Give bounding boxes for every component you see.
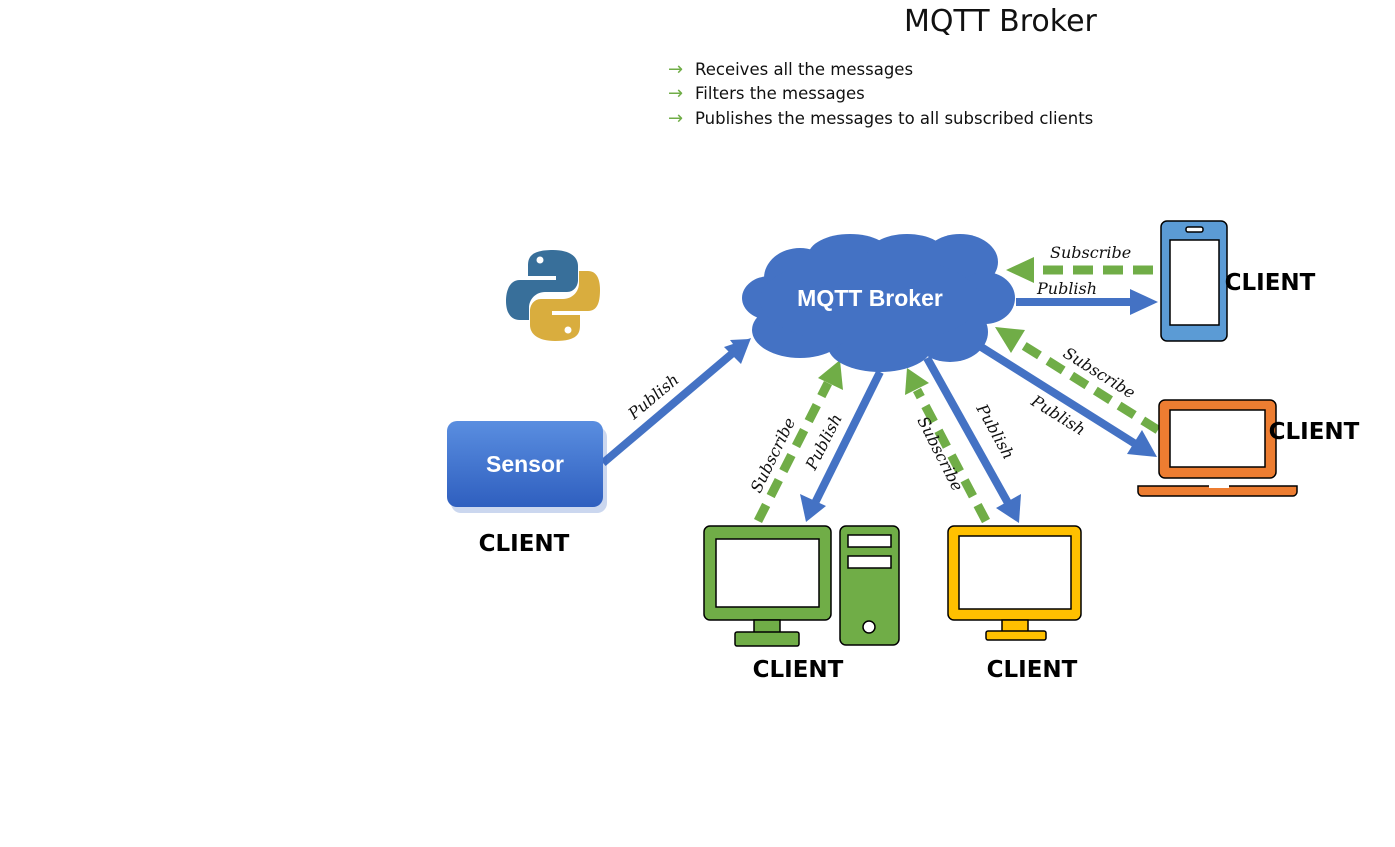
edge-label-publish: Publish <box>1036 279 1097 298</box>
arrowhead <box>1006 257 1034 283</box>
arrowhead <box>1127 430 1157 457</box>
broker-features-list: →Receives all the messages →Filters the … <box>668 57 1093 131</box>
arrowhead <box>1130 289 1158 315</box>
edge-label-subscribe: Subscribe <box>1050 243 1131 262</box>
desktop-computer-icon <box>703 525 900 647</box>
client-label-phone: CLIENT <box>1225 270 1316 296</box>
client-label-laptop: CLIENT <box>1269 419 1360 445</box>
client-label-desktop: CLIENT <box>753 657 844 683</box>
arrowhead <box>724 338 751 364</box>
broker-cloud-icon: MQTT Broker <box>742 234 1015 372</box>
python-logo-icon <box>506 250 600 341</box>
sensor-label: Sensor <box>486 451 564 477</box>
subscribe-arrow-monitor <box>913 387 990 524</box>
arrowhead <box>995 327 1025 353</box>
subscribe-arrows <box>753 257 1161 524</box>
arrow-right-icon: → <box>668 107 684 129</box>
client-label-sensor: CLIENT <box>479 531 570 557</box>
publish-arrow-sensor <box>600 348 737 467</box>
page-title: MQTT Broker <box>904 4 1097 39</box>
subscribe-arrow-desktop <box>753 380 833 524</box>
laptop-icon <box>1137 399 1298 497</box>
client-label-monitor: CLIENT <box>987 657 1078 683</box>
broker-label: MQTT Broker <box>797 285 943 311</box>
arrowhead <box>996 494 1021 523</box>
list-item: →Filters the messages <box>668 83 865 105</box>
arrow-right-icon: → <box>668 83 684 105</box>
edge-label-subscribe: Subscribe <box>913 413 967 494</box>
monitor-icon <box>947 525 1082 641</box>
publish-arrows <box>600 289 1158 523</box>
smartphone-icon <box>1160 220 1228 342</box>
arrowhead <box>818 360 843 390</box>
list-item: →Receives all the messages <box>668 58 914 80</box>
arrowhead <box>800 494 826 522</box>
publish-arrow-monitor <box>923 356 1012 505</box>
publish-arrow-laptop <box>975 341 1140 449</box>
arrowhead <box>905 368 929 395</box>
publish-arrow-desktop <box>811 370 884 505</box>
sensor-box: Sensor <box>447 421 607 513</box>
list-item: →Publishes the messages to all subscribe… <box>668 107 1094 129</box>
arrow-right-icon: → <box>668 58 684 80</box>
